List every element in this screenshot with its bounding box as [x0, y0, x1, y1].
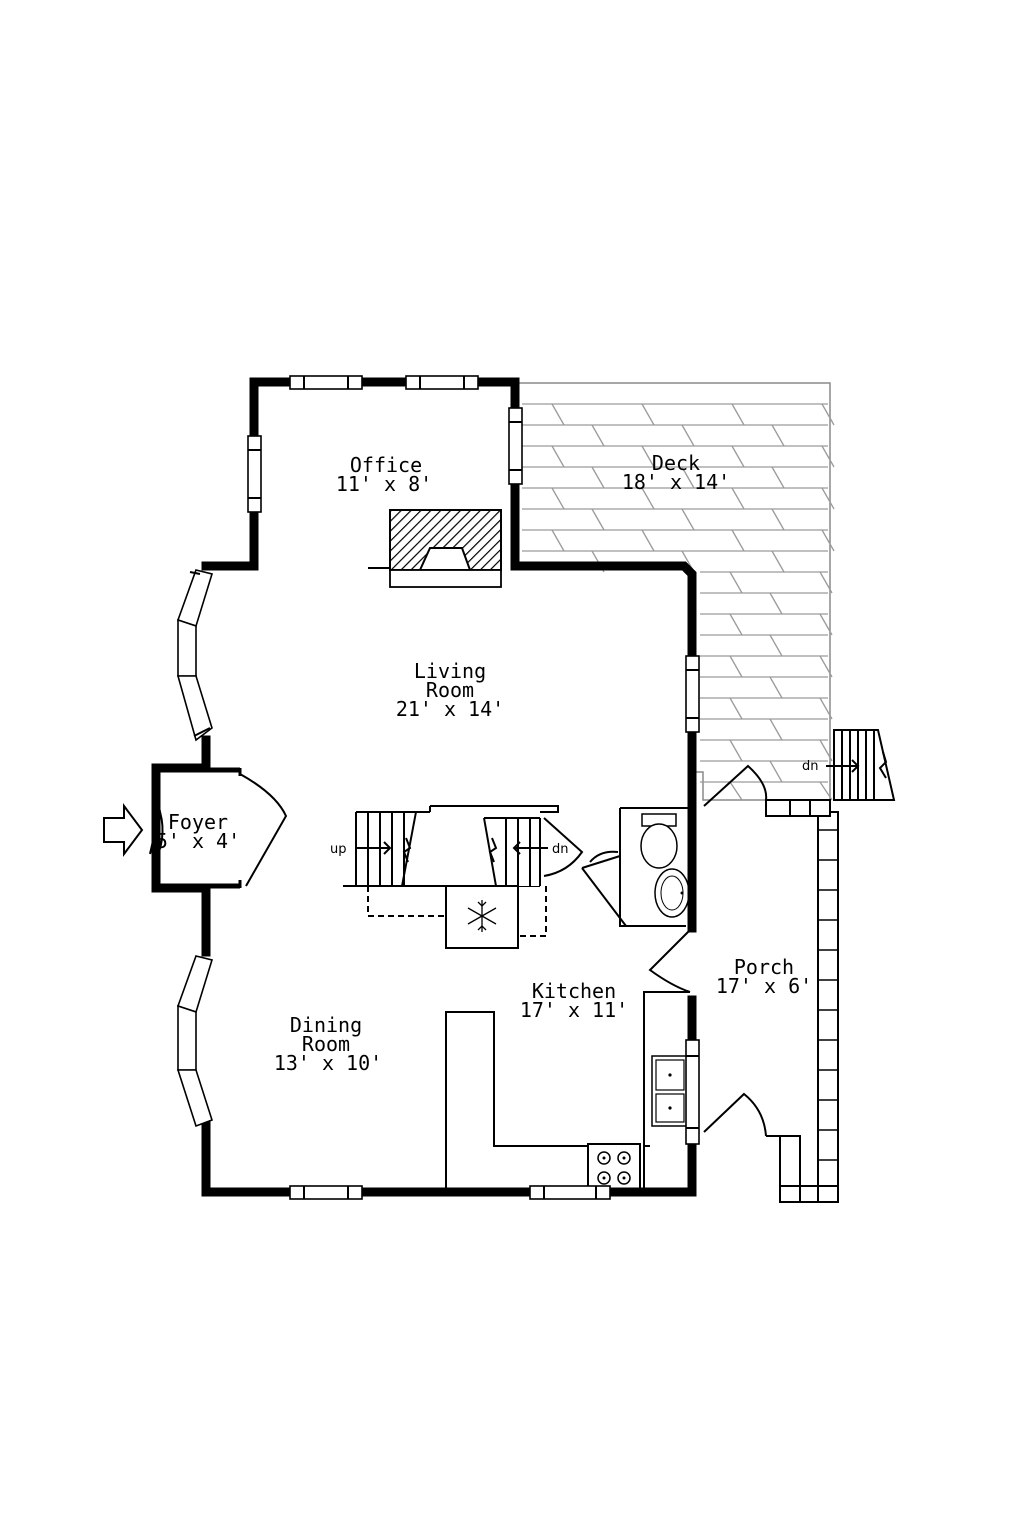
- deck-board-joint: [551, 529, 565, 552]
- office-dims: 11' x 8': [336, 472, 432, 496]
- deck-board-joint: [729, 571, 743, 594]
- porch-walls: [648, 764, 839, 1203]
- deck-name: Deck: [652, 451, 700, 475]
- foyer-name: Foyer: [168, 810, 228, 834]
- deck-board-joint: [729, 697, 743, 720]
- office-name: Office: [350, 453, 422, 477]
- kitchen-sink-icon: [651, 1055, 689, 1127]
- porch-name: Porch: [734, 955, 794, 979]
- snowflake-icon: [467, 900, 497, 932]
- deck-board-joint: [681, 508, 695, 531]
- stairs-down-label: dn: [552, 842, 569, 857]
- kitchen-name: Kitchen: [532, 979, 616, 1003]
- deck-board-joint: [641, 403, 655, 426]
- deck-board-joint: [591, 424, 605, 447]
- deck-board-joint: [729, 655, 743, 678]
- deck-board-joint: [769, 760, 783, 783]
- entry-arrow-icon: [103, 803, 144, 857]
- deck-board-joint: [819, 571, 833, 594]
- living-dims: 21' x 14': [396, 697, 504, 721]
- deck-board-joint: [821, 445, 835, 468]
- fireplace: [368, 509, 502, 588]
- deck-board-joint: [681, 466, 695, 489]
- room-labels: Office 11' x 8' Deck 18' x 14' Living Ro…: [156, 451, 819, 1075]
- deck-board-joint: [771, 508, 785, 531]
- deck-board-joint: [729, 781, 743, 801]
- deck-board-joint: [819, 655, 833, 678]
- deck-board-joint: [769, 634, 783, 657]
- deck-board-joint: [551, 403, 565, 426]
- deck-board-joint: [551, 445, 565, 468]
- deck-boards: [522, 403, 835, 801]
- living-name-1: Living: [414, 659, 486, 683]
- deck-board-joint: [731, 445, 745, 468]
- deck-board-joint: [771, 424, 785, 447]
- dining-dims: 13' x 10': [274, 1051, 382, 1075]
- deck-board-joint: [729, 613, 743, 636]
- main-stairs: [343, 805, 584, 949]
- deck-board-joint: [731, 403, 745, 426]
- deck-area: [517, 382, 835, 801]
- deck-board-joint: [769, 718, 783, 741]
- half-bath: [581, 807, 690, 927]
- deck-board-joint: [769, 592, 783, 615]
- deck-board-joint: [769, 676, 783, 699]
- exterior-walls: [151, 377, 697, 1197]
- deck-dims: 18' x 14': [622, 470, 730, 494]
- deck-board-joint: [729, 739, 743, 762]
- deck-board-joint: [681, 424, 695, 447]
- living-name-2: Room: [426, 678, 474, 702]
- dining-name-2: Room: [302, 1032, 350, 1056]
- deck-board-joint: [819, 739, 833, 762]
- foyer-dims: 5' x 4': [156, 829, 240, 853]
- deck-board-joint: [551, 487, 565, 510]
- windows: [176, 375, 700, 1200]
- deck-board-joint: [819, 781, 833, 801]
- toilet-icon: [640, 813, 678, 869]
- kitchen-dims: 17' x 11': [520, 998, 628, 1022]
- deck-board-joint: [821, 487, 835, 510]
- deck-board-joint: [641, 445, 655, 468]
- deck-board-joint: [641, 529, 655, 552]
- deck-board-joint: [819, 697, 833, 720]
- deck-board-joint: [731, 487, 745, 510]
- deck-board-joint: [771, 466, 785, 489]
- deck-board-joint: [819, 613, 833, 636]
- deck-stairs-down-label: dn: [802, 759, 819, 774]
- sink-icon: [654, 868, 690, 918]
- deck-board-joint: [591, 466, 605, 489]
- deck-board-joint: [821, 403, 835, 426]
- porch-dims: 17' x 6': [716, 974, 812, 998]
- deck-board-joint: [641, 487, 655, 510]
- deck-board-joint: [731, 529, 745, 552]
- deck-board-joint: [771, 550, 785, 573]
- deck-board-joint: [591, 508, 605, 531]
- dining-name-1: Dining: [290, 1013, 362, 1037]
- stove-icon: [587, 1143, 641, 1191]
- deck-stairs: [826, 729, 896, 801]
- stairs-up-label: up: [330, 842, 347, 857]
- deck-board-joint: [821, 529, 835, 552]
